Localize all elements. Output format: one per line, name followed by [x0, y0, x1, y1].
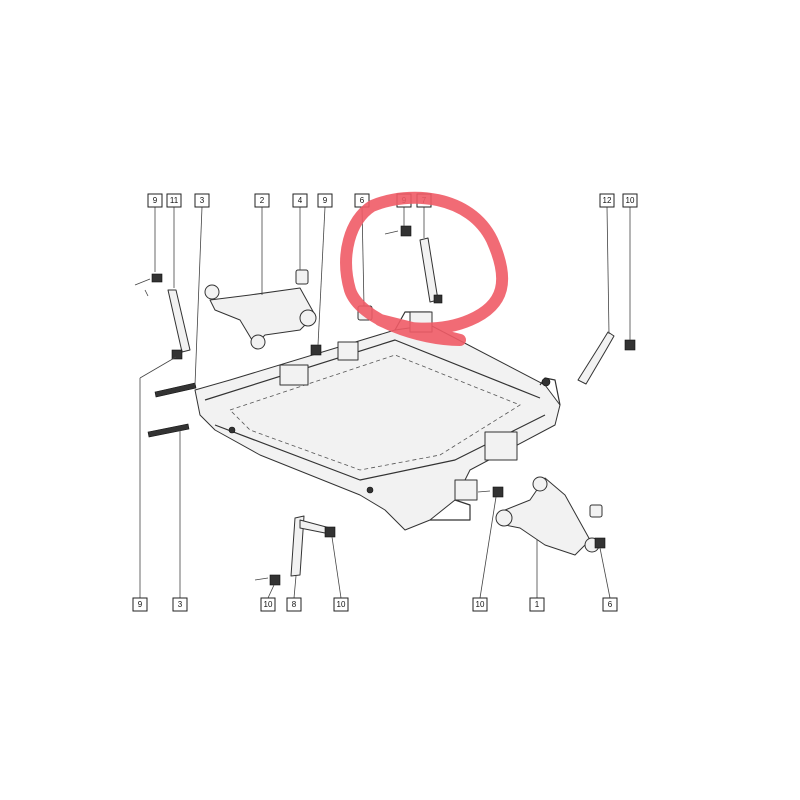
callout-label: 9 [153, 196, 158, 205]
links [167, 237, 615, 577]
subframe [194, 311, 561, 531]
callout-bottom-mid-1: 10 [260, 584, 276, 612]
callout-label: 9 [323, 196, 328, 205]
callout-label: 10 [337, 600, 346, 609]
callout-label: 1 [535, 600, 540, 609]
callout-label: 10 [626, 196, 635, 205]
callout-label: 6 [360, 196, 365, 205]
highlight-circle [340, 191, 509, 346]
callout-top-1: 9 [147, 193, 163, 272]
callout-bottom-right-2: 1 [529, 540, 545, 612]
callout-bottom-right-3: 6 [599, 547, 618, 612]
left-lower-arm [204, 284, 317, 350]
fasteners [134, 225, 636, 586]
callout-label: 3 [178, 600, 183, 609]
callout-top-6: 9 [317, 193, 333, 346]
callout-top-10: 12 [599, 193, 615, 335]
callout-label: 10 [476, 600, 485, 609]
right-lower-arm [495, 476, 600, 556]
callout-label: 8 [292, 600, 297, 609]
callout-label: 4 [298, 196, 303, 205]
callout-label: 9 [138, 600, 143, 609]
callout-bottom-left-2: 3 [172, 430, 188, 612]
callout-label: 12 [603, 196, 612, 205]
callout-label: 6 [608, 600, 613, 609]
callout-top-4: 2 [254, 193, 270, 295]
callout-top-5: 4 [292, 193, 308, 270]
callout-bottom-mid-2: 8 [286, 575, 302, 612]
callout-label: 11 [170, 196, 179, 205]
callout-top-11: 10 [622, 193, 638, 340]
callout-bottom-left-1: 9 [132, 356, 177, 612]
callout-bottom-right-1: 10 [472, 496, 497, 612]
callout-top-2: 11 [166, 193, 182, 288]
callout-bottom-mid-3: 10 [331, 536, 349, 612]
callout-label: 2 [260, 196, 265, 205]
callout-top-3: 3 [194, 193, 210, 386]
callout-label: 3 [200, 196, 205, 205]
callout-label: 10 [264, 600, 273, 609]
